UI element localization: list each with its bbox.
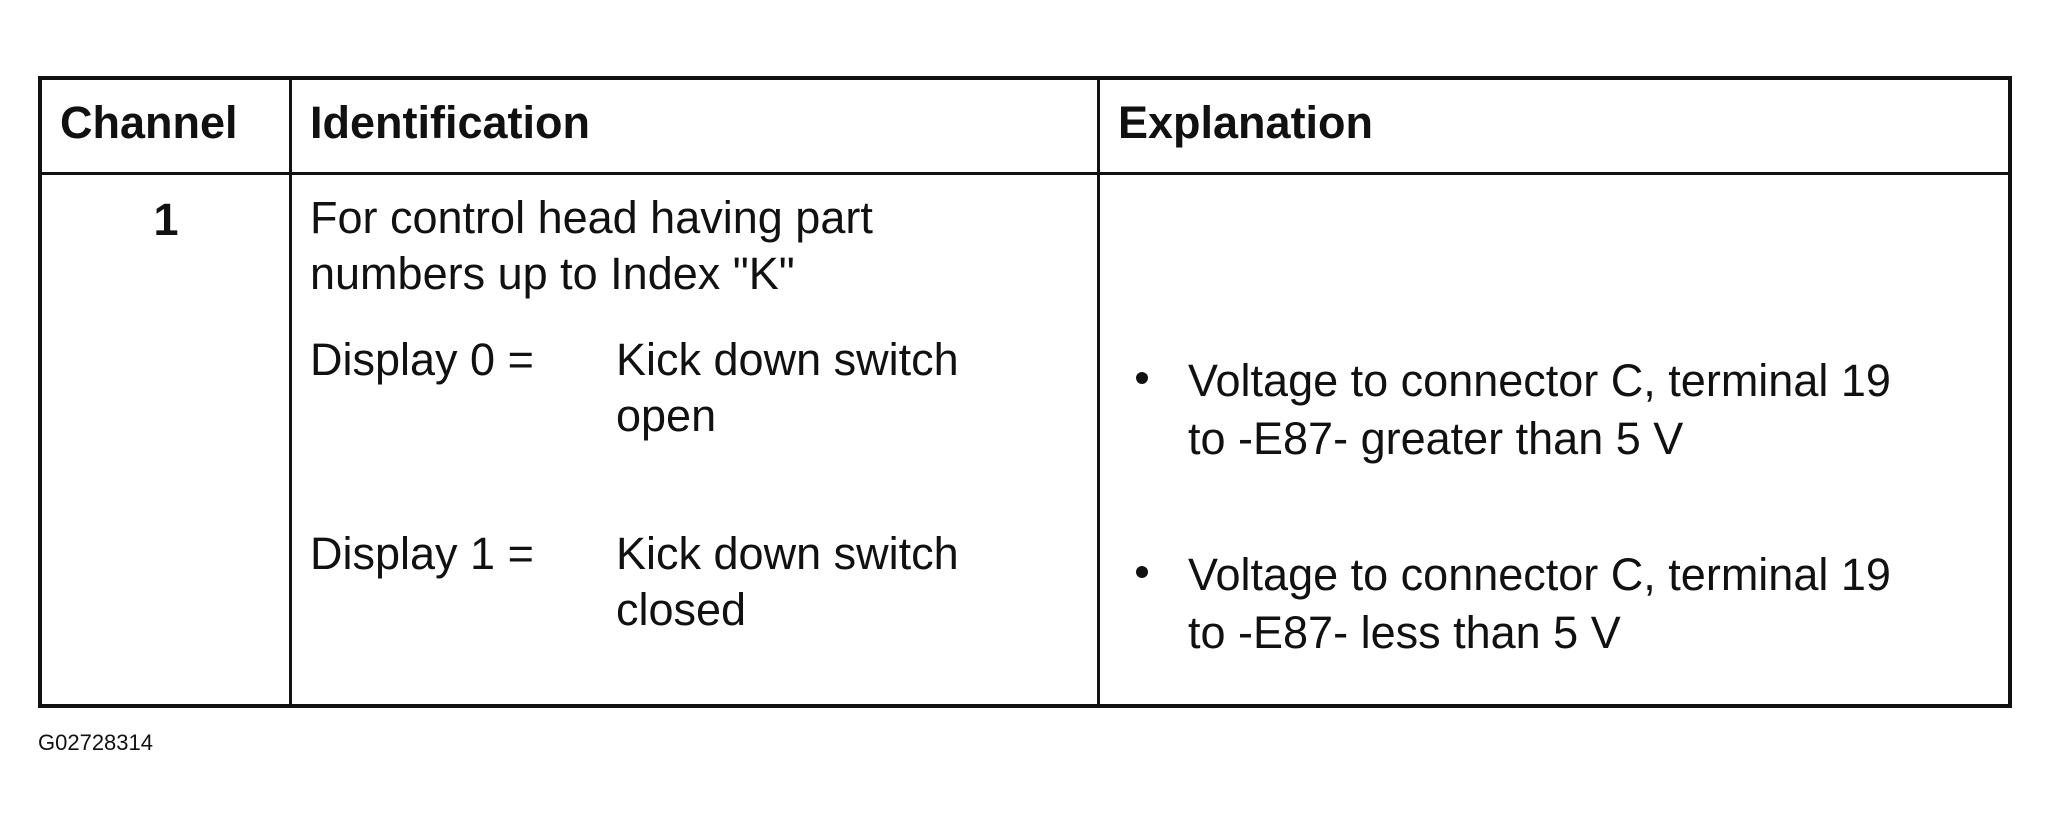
figure-id: G02728314 <box>38 730 153 755</box>
explanation-line: to -E87- less than 5 V <box>1188 607 1621 658</box>
identification-intro: For control head having part numbers up … <box>310 190 873 302</box>
explanation-text: Voltage to connector C, terminal 19 to -… <box>1188 546 1891 662</box>
display-1-value: Kick down switch closed <box>616 526 959 638</box>
header-identification: Identification <box>310 97 590 148</box>
bullet-icon <box>1136 566 1148 578</box>
display-value-line: closed <box>616 584 747 635</box>
identification-line: numbers up to Index "K" <box>310 248 795 299</box>
display-value-line: Kick down switch <box>616 528 959 579</box>
bullet-icon <box>1136 372 1148 384</box>
reference-table: Channel Identification Explanation 1 For… <box>38 76 2012 708</box>
display-value-line: open <box>616 390 717 441</box>
explanation-line: to -E87- greater than 5 V <box>1188 413 1684 464</box>
explanation-line: Voltage to connector C, terminal 19 <box>1188 549 1891 600</box>
header-divider <box>42 172 2008 175</box>
display-0-value: Kick down switch open <box>616 332 959 444</box>
explanation-text: Voltage to connector C, terminal 19 to -… <box>1188 352 1891 468</box>
identification-line: For control head having part <box>310 192 873 243</box>
header-explanation: Explanation <box>1118 97 1374 148</box>
explanation-line: Voltage to connector C, terminal 19 <box>1188 355 1891 406</box>
display-1-label: Display 1 = <box>310 528 534 579</box>
display-value-line: Kick down switch <box>616 334 959 385</box>
column-divider <box>1097 80 1100 704</box>
display-0-label: Display 0 = <box>310 334 534 385</box>
column-divider <box>289 80 292 704</box>
channel-number: 1 <box>153 194 179 245</box>
header-channel: Channel <box>60 97 238 148</box>
